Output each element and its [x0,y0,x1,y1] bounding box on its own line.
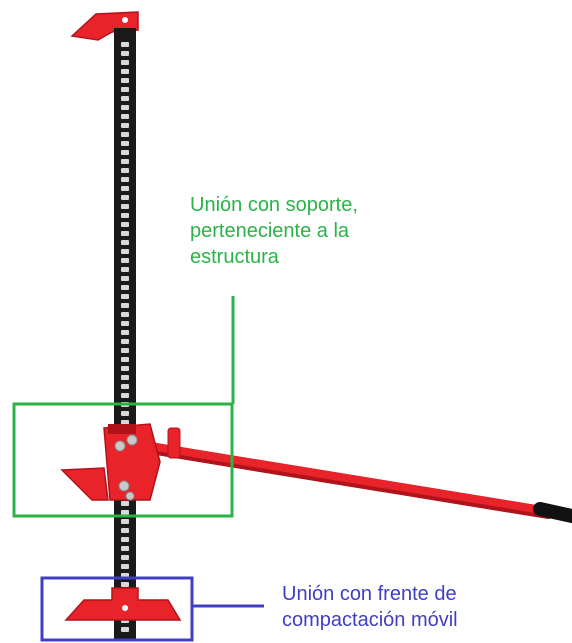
bar-hole [121,42,129,47]
bar-hole [121,303,129,308]
support-joint-label: Unión con soporte, perteneciente a la es… [190,192,358,270]
bar-hole [121,510,129,515]
bar-hole [121,222,129,227]
bar-hole [121,123,129,128]
support-joint-highlight [12,296,235,518]
bar-hole [121,96,129,101]
bar-hole [121,141,129,146]
bar-hole [121,168,129,173]
bar-hole [121,330,129,335]
jack-mechanism [60,423,181,501]
bar-hole [121,78,129,83]
mobile-front-joint-label: Unión con frente de compactación móvil [282,581,458,633]
bar-hole [121,132,129,137]
mobile-front-joint-label-line-2: compactación móvil [282,609,458,631]
bar-hole [121,87,129,92]
bar-hole [121,321,129,326]
vertical-bar [114,28,136,640]
support-joint-label-line-3: estructura [190,246,279,268]
bar-hole [121,276,129,281]
bar-hole [121,528,129,533]
bar-hole [121,51,129,56]
bar-hole [121,204,129,209]
bar-hole [121,420,129,425]
bar-hole [121,339,129,344]
bar-hole [121,159,129,164]
support-joint-label-line-2: perteneciente a la [190,220,350,242]
top-clamp [70,11,139,41]
bar-hole [121,384,129,389]
bar-hole [121,105,129,110]
bar-hole [121,312,129,317]
bar-hole [121,285,129,290]
bar-hole [121,186,129,191]
bar-hole [121,231,129,236]
bar-hole [121,195,129,200]
bar-hole [121,501,129,506]
lever-handle [144,442,572,523]
bar-hole [121,114,129,119]
bar-hole [121,411,129,416]
support-joint-label-line-1: Unión con soporte, [190,194,358,216]
bar-hole [121,555,129,560]
bar-hole [121,627,129,632]
bar-hole [121,546,129,551]
bar-hole [121,537,129,542]
bar-hole [121,366,129,371]
bar-hole [121,393,129,398]
bar-hole [121,150,129,155]
bar-hole [121,564,129,569]
bar-hole [121,294,129,299]
bar-hole [121,582,129,587]
bar-hole [121,177,129,182]
mobile-front-joint-highlight [40,576,264,642]
bar-hole [121,519,129,524]
bar-hole [121,240,129,245]
bar-hole [121,249,129,254]
bar-hole [121,69,129,74]
bar-hole [121,357,129,362]
bar-hole [121,348,129,353]
bar-hole [121,267,129,272]
base-plate [64,587,182,621]
bar-hole [121,213,129,218]
bar-hole [121,375,129,380]
mobile-front-joint-label-line-1: Unión con frente de [282,583,457,605]
bar-hole [121,258,129,263]
bar-hole [121,60,129,65]
